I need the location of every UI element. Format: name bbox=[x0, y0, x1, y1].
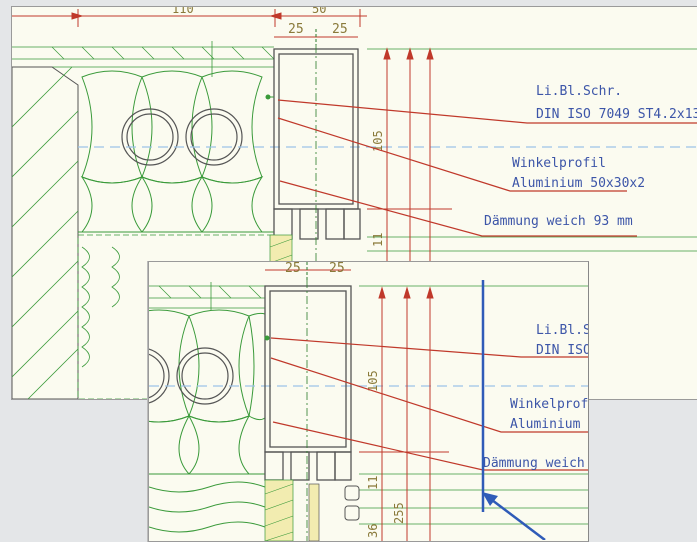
dim-105: 105 bbox=[371, 130, 385, 152]
insulation-pillows bbox=[78, 70, 274, 233]
insulation-pillows-front bbox=[149, 309, 266, 533]
cad-viewport-front[interactable]: 25 25 bbox=[148, 261, 589, 542]
label-insulation-front: Dämmung weich bbox=[483, 456, 585, 471]
label-insulation: Dämmung weich 93 mm bbox=[484, 214, 633, 229]
label-profile-line2-front: Aluminium 5 bbox=[510, 417, 588, 432]
top-dimension bbox=[12, 9, 367, 27]
dim-top-left: 110 bbox=[172, 7, 194, 16]
dim-255-front: 255 bbox=[392, 502, 406, 524]
cad-drawing-front: 25 25 bbox=[149, 262, 588, 541]
aluminium-profile-front bbox=[264, 285, 352, 481]
label-screw-line2-front: DIN ISO bbox=[536, 343, 588, 358]
dim-25-left: 25 bbox=[288, 22, 304, 37]
leader-lines bbox=[277, 99, 697, 237]
dim-105-front: 105 bbox=[366, 370, 380, 392]
aluminium-profile bbox=[273, 48, 361, 240]
dim-25-right: 25 bbox=[332, 22, 348, 37]
pipes bbox=[121, 108, 243, 166]
dim-11-front: 11 bbox=[366, 476, 380, 490]
dim-36-front: 36 bbox=[366, 524, 380, 538]
dim-top-total: 50 bbox=[312, 7, 326, 16]
label-screw-line1: Li.Bl.Schr. bbox=[536, 84, 622, 99]
lower-insulation bbox=[77, 234, 275, 399]
dim-25-left-front: 25 bbox=[285, 262, 301, 276]
wall-hatch bbox=[12, 66, 79, 399]
label-screw-line2: DIN ISO 7049 ST4.2x13-C bbox=[536, 107, 697, 122]
label-profile-line2: Aluminium 50x30x2 bbox=[512, 176, 645, 191]
label-profile-line1: Winkelprofil bbox=[512, 156, 606, 171]
dim-25-right-front: 25 bbox=[329, 262, 345, 276]
label-screw-line1-front: Li.Bl.Schr bbox=[536, 323, 588, 338]
dim-11: 11 bbox=[371, 233, 385, 247]
label-profile-line1-front: Winkelprofil bbox=[510, 397, 588, 412]
pipes-front bbox=[149, 347, 234, 405]
